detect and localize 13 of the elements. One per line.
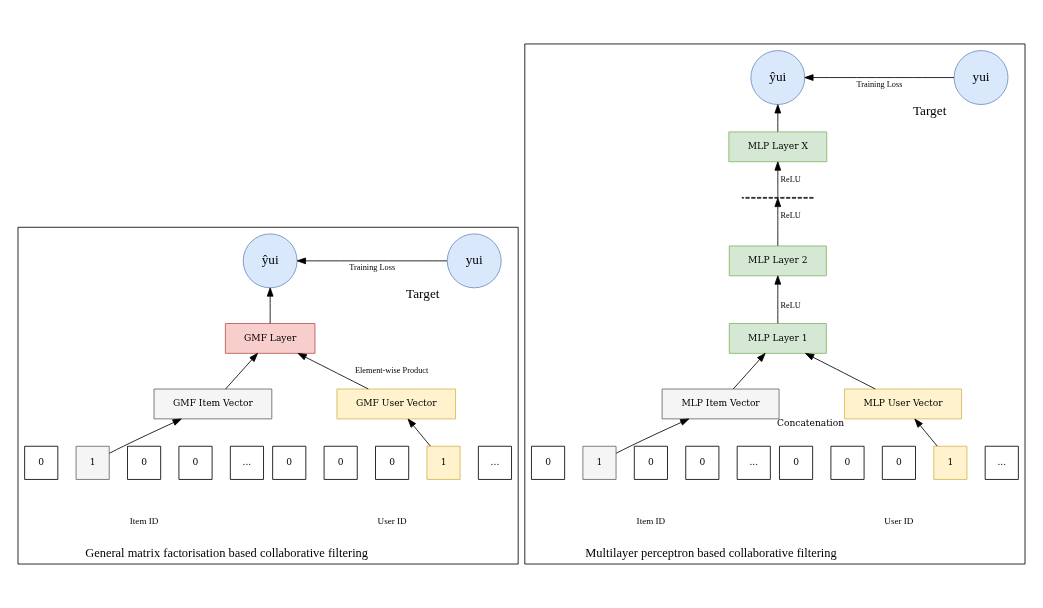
edge-label: Training Loss bbox=[856, 79, 903, 89]
edge-label: ReLU bbox=[780, 300, 801, 310]
edge-label: ReLU bbox=[780, 211, 801, 221]
label: Item ID bbox=[636, 516, 666, 527]
edge-label: Element-wise Product bbox=[355, 366, 429, 376]
label: User ID bbox=[884, 516, 914, 527]
node-label: Target bbox=[406, 286, 440, 302]
edge-label: ReLU bbox=[780, 174, 801, 184]
label: Item ID bbox=[129, 516, 159, 527]
edge-label: Training Loss bbox=[349, 262, 396, 272]
node-label: Concatenation bbox=[777, 418, 845, 429]
node-label: Target bbox=[912, 103, 947, 119]
label: User ID bbox=[377, 516, 407, 527]
